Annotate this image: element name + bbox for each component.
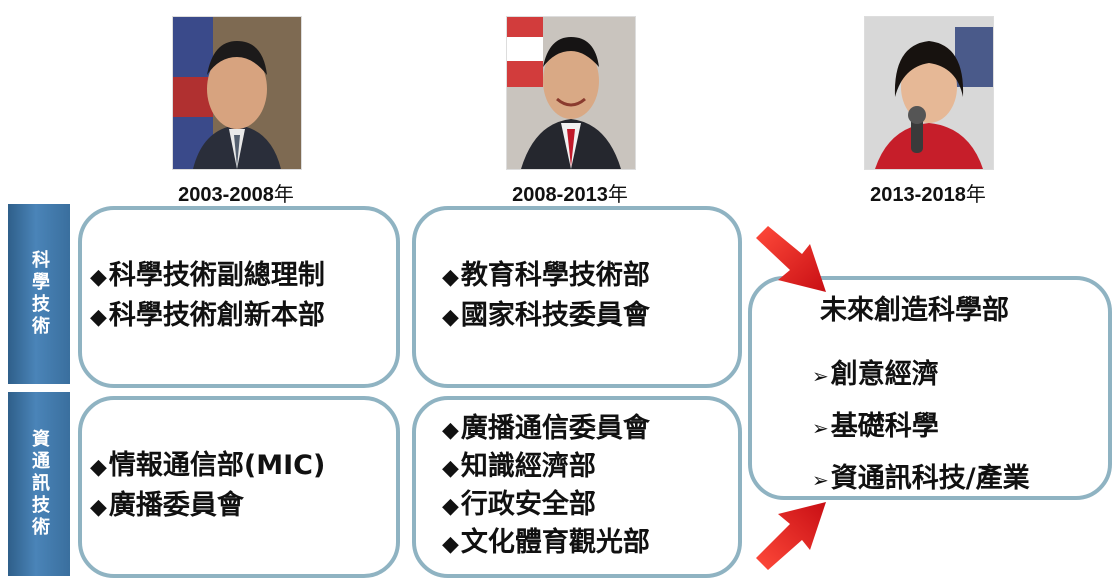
years-label-2: 2008-2013年 [512,182,628,206]
list-item: ➢基礎科學 [812,411,939,442]
arrow-up-right-icon [756,502,826,570]
list-item: ◆廣播委員會 [90,490,244,521]
list-item: ◆文化體育觀光部 [442,527,650,558]
arrow-down-right-icon [756,226,826,292]
portrait-2013 [864,16,994,170]
period3-title: 未來創造科學部 [820,295,1009,326]
list-item: ◆科學技術副總理制 [90,260,325,291]
list-item: ◆科學技術創新本部 [90,300,325,331]
list-item: ◆知識經濟部 [442,451,596,482]
years-label-3: 2013-2018年 [870,182,986,206]
box-period2-ict: ◆廣播通信委員會 ◆知識經濟部 ◆行政安全部 ◆文化體育觀光部 [412,396,742,578]
list-item: ◆國家科技委員會 [442,300,650,331]
list-item: ◆教育科學技術部 [442,260,650,291]
box-period3 [748,276,1112,500]
box-period2-science: ◆教育科學技術部 ◆國家科技委員會 [412,206,742,388]
box-period1-ict: ◆情報通信部(MIC) ◆廣播委員會 [78,396,400,578]
list-item: ➢資通訊科技/產業 [812,463,1030,494]
list-item: ◆廣播通信委員會 [442,413,650,444]
portrait-2008 [506,16,636,170]
box-period1-science: ◆科學技術副總理制 ◆科學技術創新本部 [78,206,400,388]
side-label-ict: 資通訊技術 [8,392,70,576]
side-label-science: 科學技術 [8,204,70,384]
list-item: ◆行政安全部 [442,489,596,520]
portrait-2003 [172,16,302,170]
list-item: ➢創意經濟 [812,359,939,390]
list-item: ◆情報通信部(MIC) [90,450,326,481]
years-label-1: 2003-2008年 [178,182,294,206]
